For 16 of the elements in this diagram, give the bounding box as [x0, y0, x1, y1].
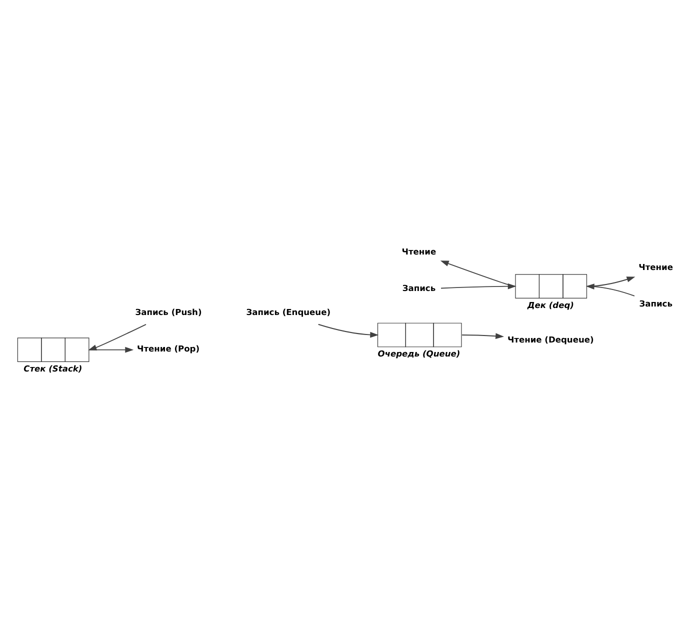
arrow — [89, 346, 134, 353]
node-text: Чтение — [402, 246, 436, 257]
node-text: Запись (Push) — [135, 307, 202, 318]
node-text: Чтение (Dequeue) — [507, 334, 594, 345]
node-label: Стек (Stack) — [24, 363, 82, 374]
node-label: Очередь (Queue) — [378, 348, 460, 358]
node-text: Чтение (Pop) — [137, 343, 200, 354]
arrow — [586, 284, 635, 296]
node-text: Запись — [639, 298, 672, 308]
node-text: Запись — [402, 282, 436, 293]
arrow — [318, 324, 379, 338]
node-text: Запись (Enqueue) — [246, 307, 331, 318]
node-text: Чтение — [638, 262, 673, 272]
arrow — [462, 333, 504, 340]
arrow — [440, 260, 516, 287]
node-label: Дек (deq) — [527, 300, 574, 310]
